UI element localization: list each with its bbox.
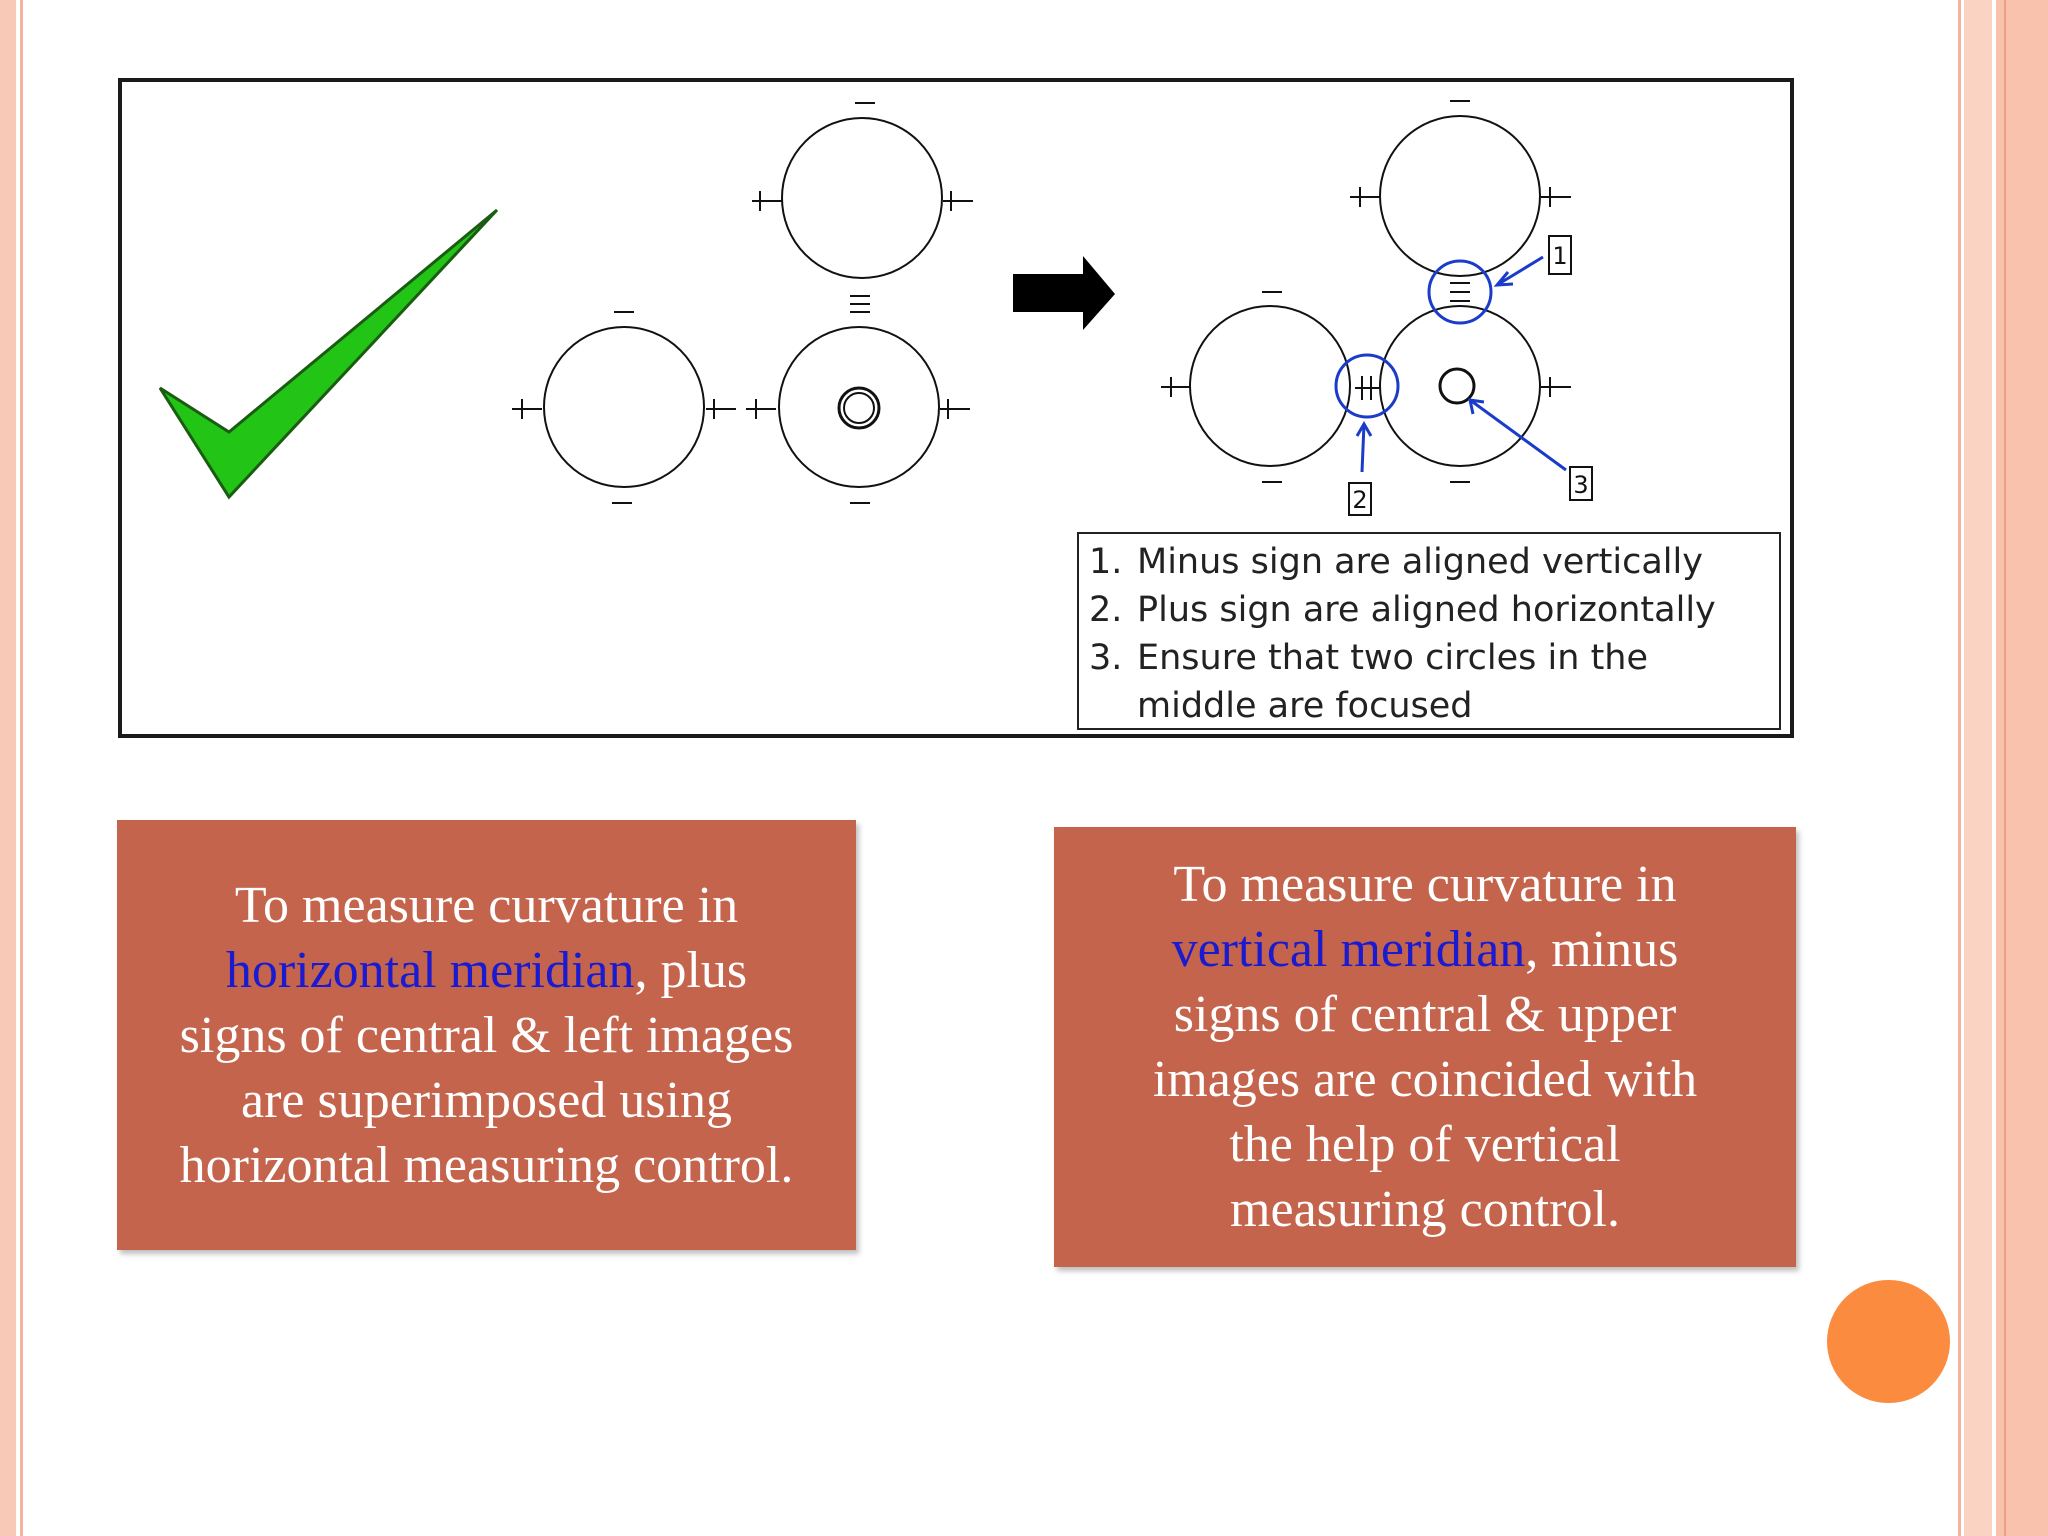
note-line: signs of central & left images [179,1006,794,1064]
mire-upper-aligned [1350,100,1571,277]
legend-number: 1. [1089,542,1123,582]
callout-arrow-1 [1496,255,1544,287]
callout-circle-minus [1427,259,1493,325]
legend-number: 2. [1089,590,1123,630]
note-line: horizontal measuring control. [179,1136,794,1194]
note-line: images are coincided with [1152,1051,1698,1108]
legend-item-3: 3. Ensure that two circles in the [1089,634,1779,682]
callout-arrow-3 [1469,398,1567,472]
highlight-term: horizontal meridian [225,941,635,999]
legend-number: 3. [1089,638,1123,678]
mire-center-unaligned [746,326,970,504]
right-border-band [1964,0,1992,1536]
callout-box-1 [1548,235,1572,275]
note-text: , minus [1525,921,1679,978]
callout-label-1: 1 [1552,242,1567,270]
note-line: horizontal meridian, plus [117,938,856,1003]
left-border-decoration [0,0,16,1536]
mire-upper-unaligned [752,102,973,313]
callout-arrow-2 [1360,423,1366,473]
keratometer-diagram: 1 2 3 [158,100,1593,516]
horizontal-meridian-note: To measure curvature in horizontal merid… [117,820,856,1250]
highlight-term: vertical meridian [1171,921,1526,978]
legend-text: Ensure that two circles in the [1137,638,1649,678]
callout-label-2: 2 [1352,486,1367,514]
note-text: , plus [634,941,748,999]
mire-center-aligned [1355,282,1571,483]
callout-label-3: 3 [1573,471,1588,499]
legend-number [1089,682,1137,730]
vertical-meridian-note: To measure curvature in vertical meridia… [1054,827,1796,1267]
arrow-right-icon [1013,256,1115,330]
legend-text: middle are focused [1137,686,1473,726]
left-border-line [20,0,23,1536]
decorative-dot [1827,1280,1950,1403]
mire-left-aligned [1161,291,1351,483]
callout-box-3 [1569,466,1593,501]
note-line: measuring control. [1230,1181,1620,1238]
callout-box-2 [1348,482,1372,516]
mire-left-unaligned [512,311,736,504]
note-line: To measure curvature in [234,876,739,934]
legend-text: Minus sign are aligned vertically [1137,542,1703,582]
note-line: the help of vertical [1229,1116,1621,1173]
note-line: signs of central & upper [1173,986,1677,1043]
legend-item-1: 1. Minus sign are aligned vertically [1089,538,1779,586]
legend-item-3-continued: middle are focused [1089,682,1779,730]
right-border-decoration [1996,0,2048,1536]
right-border-line [1958,0,1961,1536]
note-line: are superimposed using [240,1071,732,1129]
checkmark-icon [158,208,499,500]
note-line: vertical meridian, minus [1054,917,1796,982]
legend-text: Plus sign are aligned horizontally [1137,590,1716,630]
legend-item-2: 2. Plus sign are aligned horizontally [1089,586,1779,634]
callout-circle-plus [1334,353,1400,419]
figure-legend: 1. Minus sign are aligned vertically 2. … [1077,532,1781,730]
note-line: To measure curvature in [1173,856,1677,913]
